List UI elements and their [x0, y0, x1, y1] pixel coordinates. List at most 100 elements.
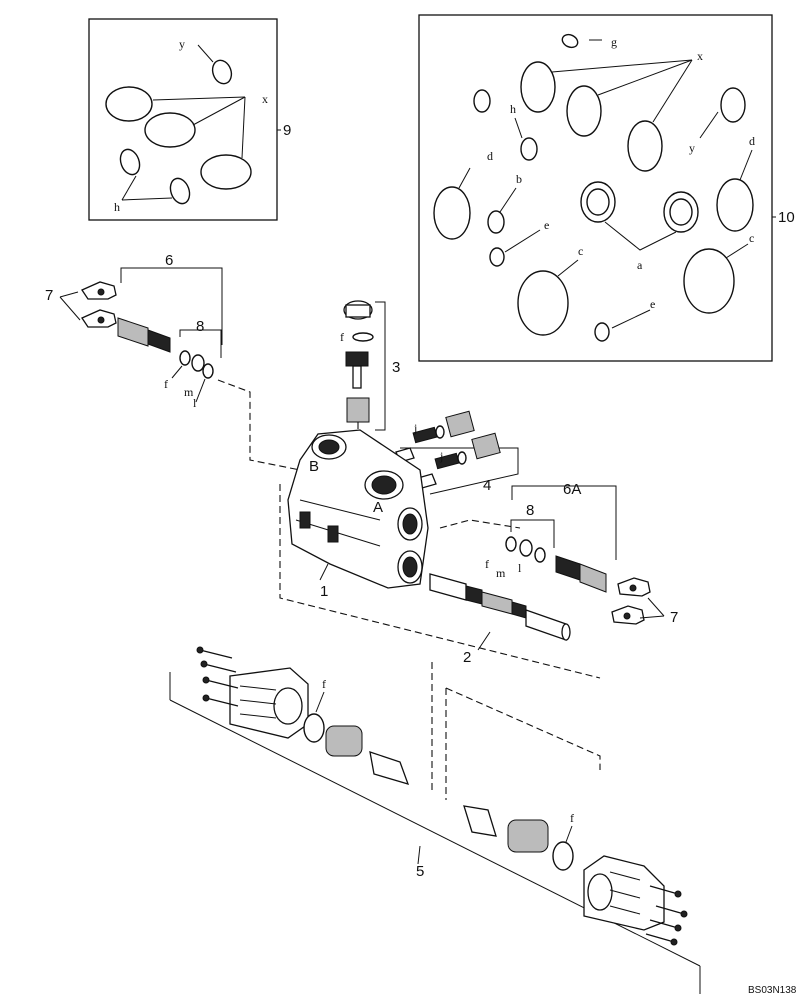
seal-letter-l-right: l [518, 561, 522, 575]
backup-m-left [191, 354, 205, 372]
kit-10-oring-h1 [473, 89, 491, 113]
seal-kit-10: g x h d d b y e e c c a 10 [418, 14, 795, 362]
kit-10-oring-x1 [520, 61, 556, 113]
oring-f-left [179, 350, 191, 366]
valve-body-outline [287, 429, 429, 589]
kit-10-letter-b: b [516, 172, 522, 186]
seal-letter-f-cap-left: f [322, 677, 326, 691]
oring-f-right [505, 536, 517, 552]
kit-9-oring-h2 [169, 177, 191, 205]
relief-cartridge-nut [147, 329, 171, 353]
kit-10-oring-h2 [520, 137, 538, 161]
seal-letter-f-top: f [340, 330, 344, 344]
spring-lower [471, 432, 501, 460]
oring-f-cap-left [303, 713, 325, 743]
figure-code: BS03N138 [748, 985, 797, 996]
oring-j-lower [457, 451, 467, 465]
kit-10-frame [418, 14, 773, 362]
end-cap-group-5: 5 f f [169, 646, 701, 994]
relief-valve-group-6: 6 8 7 f m l [45, 252, 301, 471]
port-label-a: A [373, 499, 383, 516]
kit-10-oring-d2 [716, 178, 754, 232]
kit-10-letter-d2: d [749, 134, 755, 148]
check-spring [346, 397, 370, 423]
kit-9-oring-x3 [200, 154, 252, 190]
seal-kit-9: y x h 9 [88, 18, 291, 221]
kit-9-letter-h: h [114, 200, 120, 214]
callout-10: 10 [778, 209, 795, 226]
callout-5: 5 [416, 863, 424, 880]
seal-letter-j-upper: j [413, 421, 417, 435]
relief-cartridge-nut-right [555, 555, 581, 581]
oring-l-left [202, 363, 214, 379]
relief-cartridge-body-right [579, 563, 607, 593]
oring-f-cap-right [552, 841, 574, 871]
spool-2: 2 [429, 573, 571, 666]
kit-10-oring-e1 [489, 247, 505, 267]
callout-8-left: 8 [196, 318, 204, 335]
seal-letter-m-right: m [496, 566, 506, 580]
callout-1: 1 [320, 583, 328, 600]
kit-9-letter-y: y [179, 37, 185, 51]
check-poppet [345, 351, 369, 367]
kit-9-oring-x1 [105, 86, 153, 122]
valve-body-1: B A 1 [279, 429, 601, 679]
kit-10-oring-c1 [517, 270, 569, 336]
callout-9: 9 [283, 122, 291, 139]
check-valve-group-3: 3 f [340, 300, 400, 456]
relief-valve-group-6a: 6A 8 f m l 7 [485, 481, 678, 626]
oring-f-top [352, 332, 374, 342]
seal-letter-j-lower: j [439, 449, 443, 463]
kit-10-letter-g: g [611, 35, 617, 49]
kit-10-oring-c2 [683, 248, 735, 314]
spring-upper [445, 410, 475, 438]
callout-7-right: 7 [670, 609, 678, 626]
kit-10-letter-c1: c [578, 244, 583, 258]
seal-letter-f-cap-right: f [570, 811, 574, 825]
kit-9-letter-x: x [262, 92, 268, 106]
kit-10-letter-e2: e [650, 297, 655, 311]
spring-seat-left [369, 751, 410, 785]
load-check-poppet-2 [434, 452, 460, 470]
kit-10-oring-b [487, 210, 505, 234]
spool-end-right [525, 609, 567, 641]
load-check-group-4: 4 j j [395, 410, 519, 495]
kit-10-letter-a: a [637, 258, 643, 272]
kit-10-letter-c2: c [749, 231, 754, 245]
callout-2: 2 [463, 649, 471, 666]
kit-9-oring-h1 [119, 148, 141, 176]
kit-10-oring-y [720, 87, 746, 123]
kit-9-oring-x2 [144, 112, 196, 148]
centering-spring-left [325, 725, 363, 757]
port-label-b: B [309, 458, 319, 475]
centering-spring-right [507, 819, 549, 853]
oring-j-upper [435, 425, 445, 439]
kit-10-oring-x2 [566, 85, 602, 137]
seal-letter-l-left: l [193, 396, 197, 410]
seal-letter-m-left: m [184, 385, 194, 399]
callout-3: 3 [392, 359, 400, 376]
callout-7-left: 7 [45, 287, 53, 304]
kit-10-oring-e2 [594, 322, 610, 342]
kit-10-letter-e1: e [544, 218, 549, 232]
kit-10-oring-g [561, 33, 579, 49]
kit-10-letter-y: y [689, 141, 695, 155]
kit-10-letter-d1: d [487, 149, 493, 163]
kit-10-letter-x: x [697, 49, 703, 63]
kit-9-frame [88, 18, 278, 221]
seal-letter-f-left: f [164, 377, 168, 391]
relief-cartridge-body [117, 317, 149, 347]
callout-6a: 6A [563, 481, 581, 498]
kit-10-oring-d1 [433, 186, 471, 240]
kit-10-letter-h: h [510, 102, 516, 116]
callout-8-right: 8 [526, 502, 534, 519]
spring-seat-right [463, 805, 497, 837]
backup-m-right [519, 539, 533, 557]
seal-letter-f-right: f [485, 557, 489, 571]
oring-l-right [534, 547, 546, 563]
spool-end-left [429, 573, 467, 601]
callout-4: 4 [483, 477, 491, 494]
kit-10-oring-x3 [627, 120, 663, 172]
